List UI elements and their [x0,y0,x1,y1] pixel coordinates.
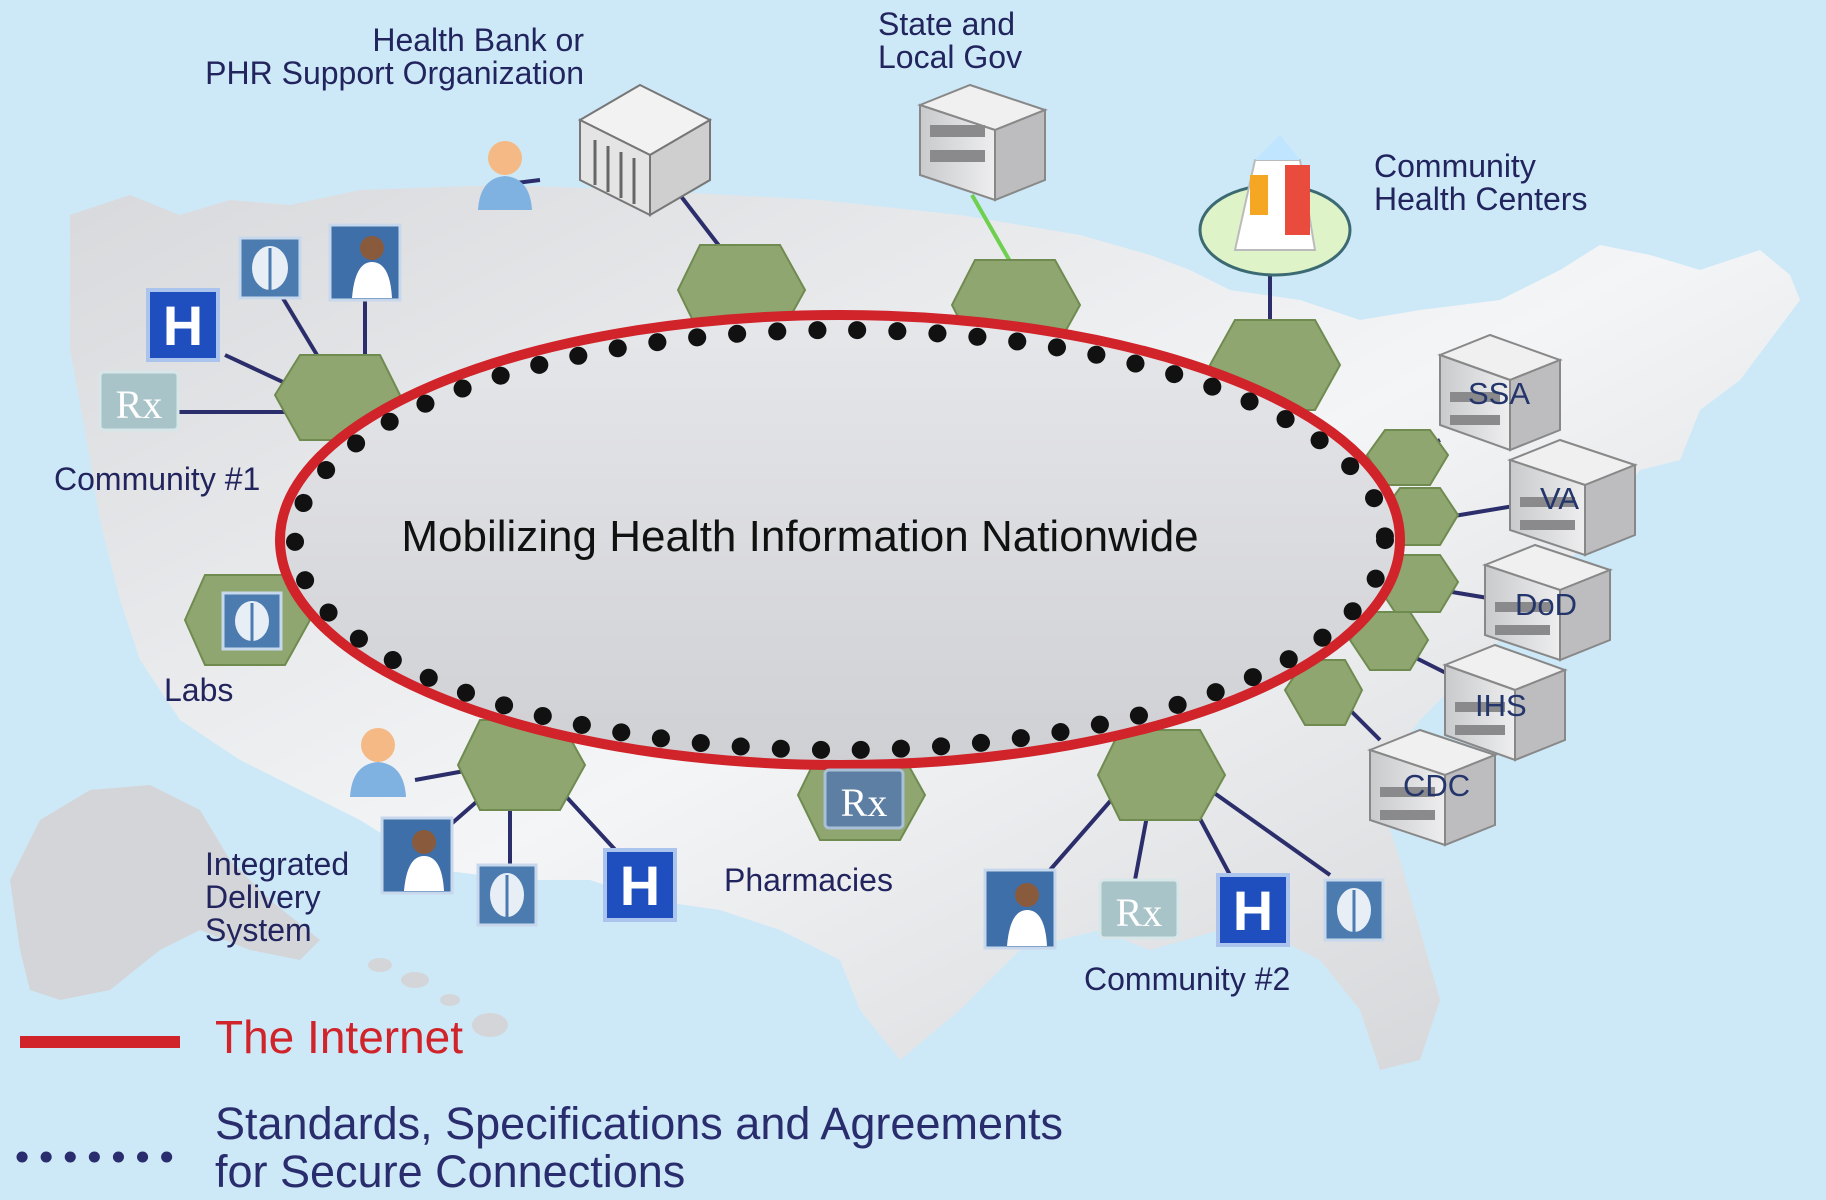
svg-text:Rx: Rx [116,382,163,427]
svg-text:Rx: Rx [1116,890,1163,935]
agency-ihs-label: IHS [1475,688,1527,723]
hospital-icon: H [603,848,677,922]
hub-agency-1 [1365,429,1450,486]
community2-label: Community #2 [1084,961,1291,997]
hub-agency-4 [1348,611,1430,671]
svg-text:Rx: Rx [841,780,888,825]
agency-building-va-icon [1507,438,1638,557]
doctor-icon [983,868,1057,950]
agency-building-ssa-icon [1437,333,1563,452]
hospital-icon: H [146,288,220,362]
xray-icon [1323,878,1385,942]
agency-dod-label: DoD [1515,587,1578,622]
doctor-icon [328,223,402,302]
prescription-icon: Rx [1098,878,1180,940]
state-gov-building-icon [917,83,1048,202]
svg-text:H: H [620,854,660,917]
agency-ssa-label: SSA [1468,376,1531,411]
svg-text:H: H [163,294,203,357]
xray-icon [476,863,538,927]
hub-agency-5 [1283,659,1364,726]
connection-lines [175,178,1521,881]
health-bank-building-icon [577,83,713,217]
state-gov-link [970,194,1017,271]
internet-ring [275,310,1405,770]
labs-label: Labs [164,672,234,708]
agency-va-label: VA [1540,481,1580,516]
hub-community2 [1096,729,1227,821]
agency-cdc-label: CDC [1403,768,1471,803]
community-health-center-icon [1198,135,1352,277]
person-icon [350,728,406,797]
legend-internet-label: The Internet [215,1011,464,1063]
xray-icon [238,236,302,300]
integrated-delivery-label: Integrated Delivery System [205,846,350,948]
hawaii-islands [368,958,508,1037]
legend-standards-label: Standards, Specifications and Agreements… [215,1098,1064,1197]
alaska-silhouette [10,785,320,1000]
doctor-icon [380,816,454,895]
community1-label: Community #1 [54,461,261,497]
state-gov-label: State and Local Gov [878,6,1023,75]
prescription-icon: Rx [98,370,180,432]
agency-building-ihs-icon [1442,643,1568,762]
health-bank-label: Health Bank or PHR Support Organization [205,22,584,91]
agency-building-cdc-icon [1367,728,1498,847]
xray-icon [221,591,283,651]
pharmacies-label: Pharmacies [724,862,893,898]
standards-dotted-ring [286,321,1394,759]
svg-text:H: H [1233,879,1273,942]
person-icon [478,141,532,210]
hospital-icon: H [1216,873,1290,947]
community-health-label: Community Health Centers [1374,148,1588,217]
diagram-title: Mobilizing Health Information Nationwide [401,512,1199,561]
prescription-icon: Rx [823,768,905,830]
agency-building-dod-icon [1482,543,1613,662]
